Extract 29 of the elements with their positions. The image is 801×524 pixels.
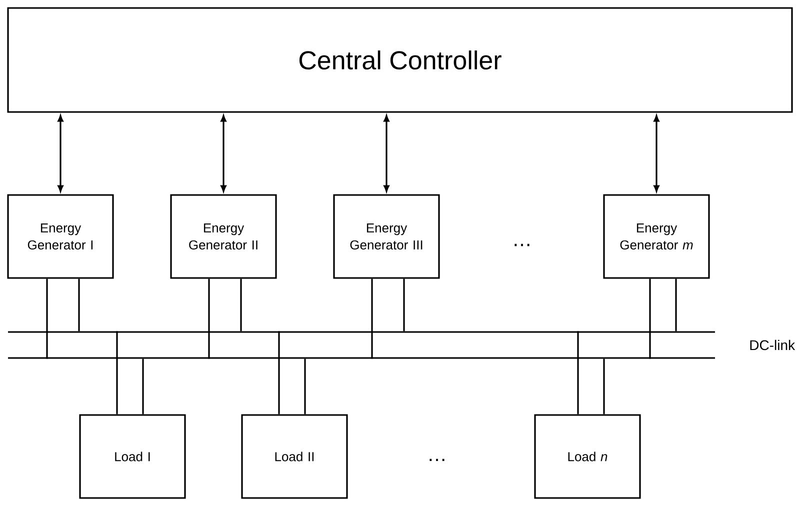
double-arrow xyxy=(654,115,660,192)
connection-line xyxy=(78,278,80,332)
connection-line xyxy=(46,278,48,359)
connection-line xyxy=(304,358,306,414)
ellipsis: … xyxy=(430,458,444,462)
connection-line xyxy=(116,331,118,414)
connection-line xyxy=(649,278,651,359)
load-box: Load II xyxy=(241,414,348,499)
ellipsis: … xyxy=(514,244,530,246)
connection-line xyxy=(278,331,280,414)
double-arrow xyxy=(220,115,226,192)
double-arrow xyxy=(58,115,64,192)
connection-line xyxy=(577,331,579,414)
generator-box: Energy Generator III xyxy=(333,194,440,279)
dc-bus: DC-link xyxy=(8,331,796,359)
connection-line xyxy=(142,358,144,414)
connection-line xyxy=(603,358,605,414)
load-box: Load n xyxy=(534,414,641,499)
connection-line xyxy=(403,278,405,332)
generator-box: Energy Generator II xyxy=(170,194,277,279)
connection-line xyxy=(675,278,677,332)
controller-box: Central Controller xyxy=(7,7,793,113)
connection-line xyxy=(208,278,210,359)
generator-box: Energy Generator I xyxy=(7,194,114,279)
connection-line xyxy=(240,278,242,332)
double-arrow xyxy=(384,115,390,192)
generator-box: Energy Generator m xyxy=(603,194,710,279)
connection-line xyxy=(371,278,373,359)
load-box: Load I xyxy=(79,414,186,499)
